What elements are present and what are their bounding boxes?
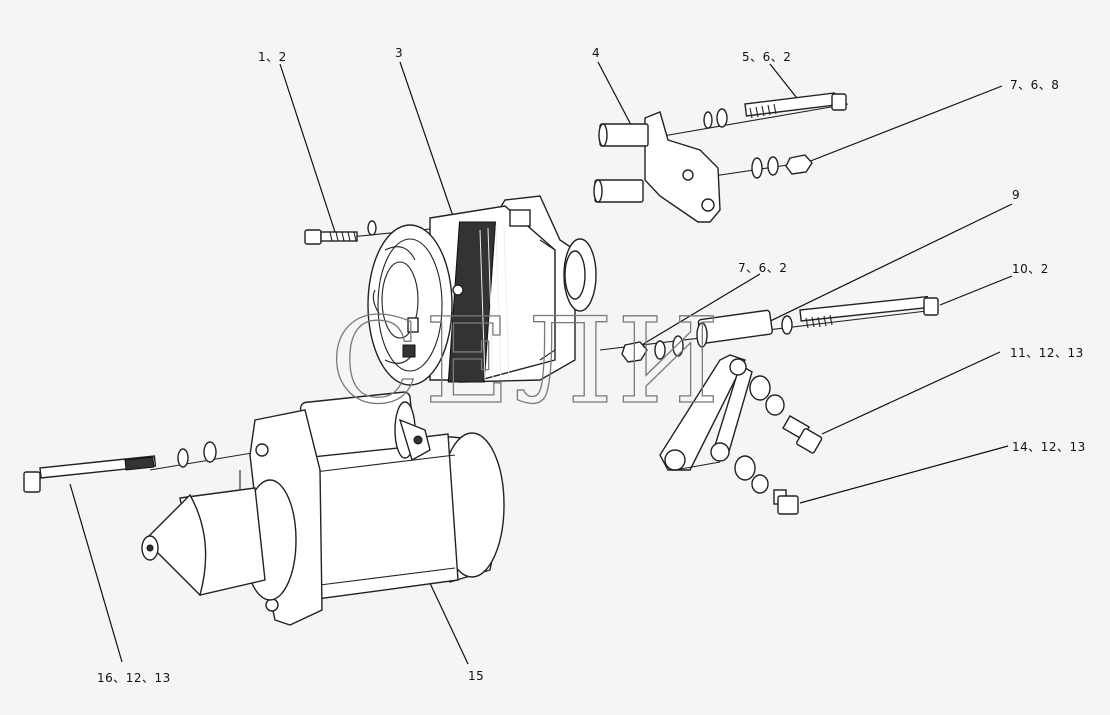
callout-5-6-2: 5、6、2 [742,50,792,64]
bolt-16 [23,441,217,493]
nut-7-middle [621,335,684,363]
callout-16-12-13: 16、12、13 [97,671,171,685]
bolt-10 [781,295,939,335]
callout-11-12-13: 11、12、13 [1010,346,1084,360]
bolt-5 [703,92,847,129]
callout-1-2: 1、2 [258,50,287,64]
bolt-11 [749,375,823,454]
tensioner-bracket [659,309,773,471]
callout-10-2: 10、2 [1012,262,1049,276]
starter-motor [141,391,505,626]
bolt-1 [304,220,377,245]
callout-7-6-8: 7、6、8 [1010,78,1060,92]
upper-bracket [593,111,721,223]
callout-15: 15 [468,669,485,683]
watermark-text: СЕЛИ [330,292,724,430]
alternator [367,195,597,386]
callout-7-6-2: 7、6、2 [738,261,788,275]
callout-4: 4 [592,46,601,60]
nut-7-upper [751,154,813,179]
callout-9: 9 [1012,188,1021,202]
bolt-14 [734,455,799,515]
callout-3: 3 [395,46,404,60]
callout-14-12-13: 14、12、13 [1012,440,1086,454]
